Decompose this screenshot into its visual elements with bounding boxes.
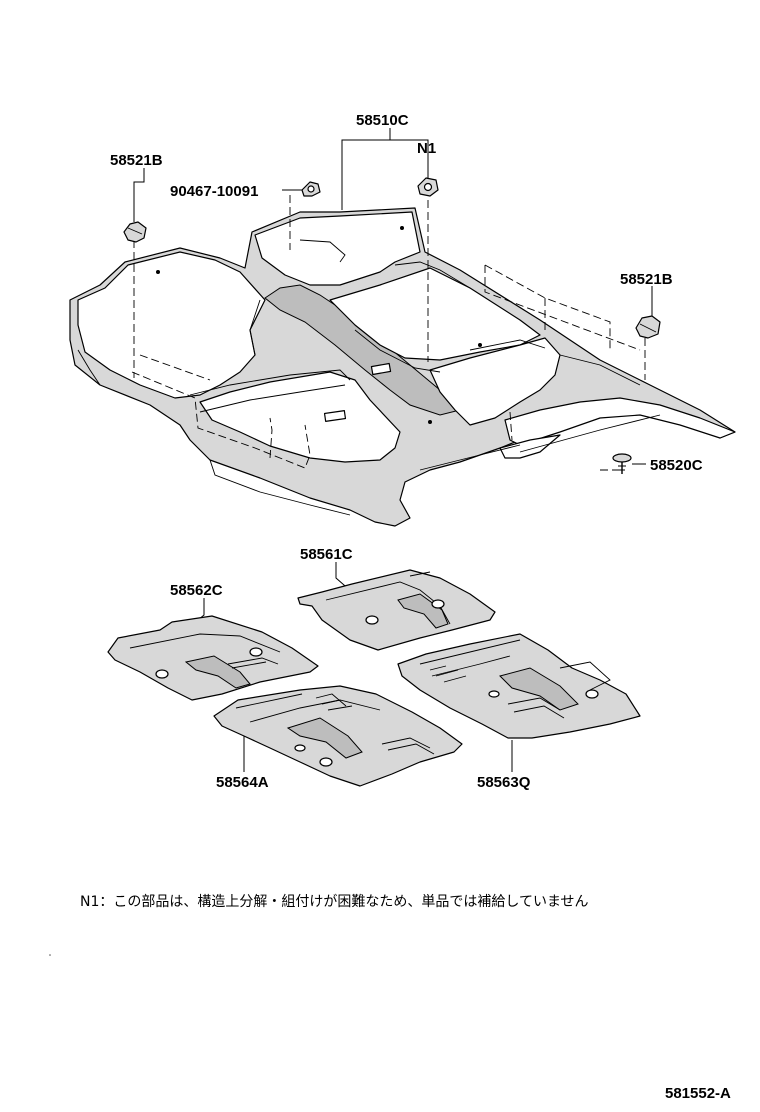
footnote-n1: N1：この部品は、構造上分解・組付けが困難なため、単品では補給していません: [80, 894, 589, 910]
floor-carpet-assembly: [69, 207, 736, 527]
label-58564a: 58564A: [216, 774, 269, 791]
rear-left-floor: [77, 251, 266, 399]
floor-mat-58561c: [297, 569, 496, 651]
right-front-section: [429, 337, 561, 426]
clip-90467-10091: [301, 181, 321, 197]
pin-58520c: [612, 453, 632, 474]
label-58563q: 58563Q: [477, 774, 531, 791]
label-58520c: 58520C: [650, 457, 703, 474]
clip-58521b-left: [123, 221, 147, 243]
dashed-projection-lines: [131, 195, 646, 471]
front-left-floor: [199, 371, 401, 463]
floor-mat-58562c: [107, 615, 319, 701]
label-58562c: 58562C: [170, 582, 223, 599]
floor-mat-58564a: [213, 685, 463, 787]
diagram-id: 581552-A: [665, 1085, 731, 1102]
label-58521b-left: 58521B: [110, 152, 163, 169]
front-footwell: [499, 434, 561, 459]
label-58561c: 58561C: [300, 546, 353, 563]
label-58510c: 58510C: [356, 112, 409, 129]
label-58521b-right: 58521B: [620, 271, 673, 288]
clip-58521b-right: [635, 315, 661, 339]
label-90467-10091: 90467-10091: [170, 183, 258, 200]
floor-mat-58563q: [397, 633, 641, 739]
label-n1: N1: [417, 140, 436, 157]
nut-n1: [417, 177, 439, 197]
